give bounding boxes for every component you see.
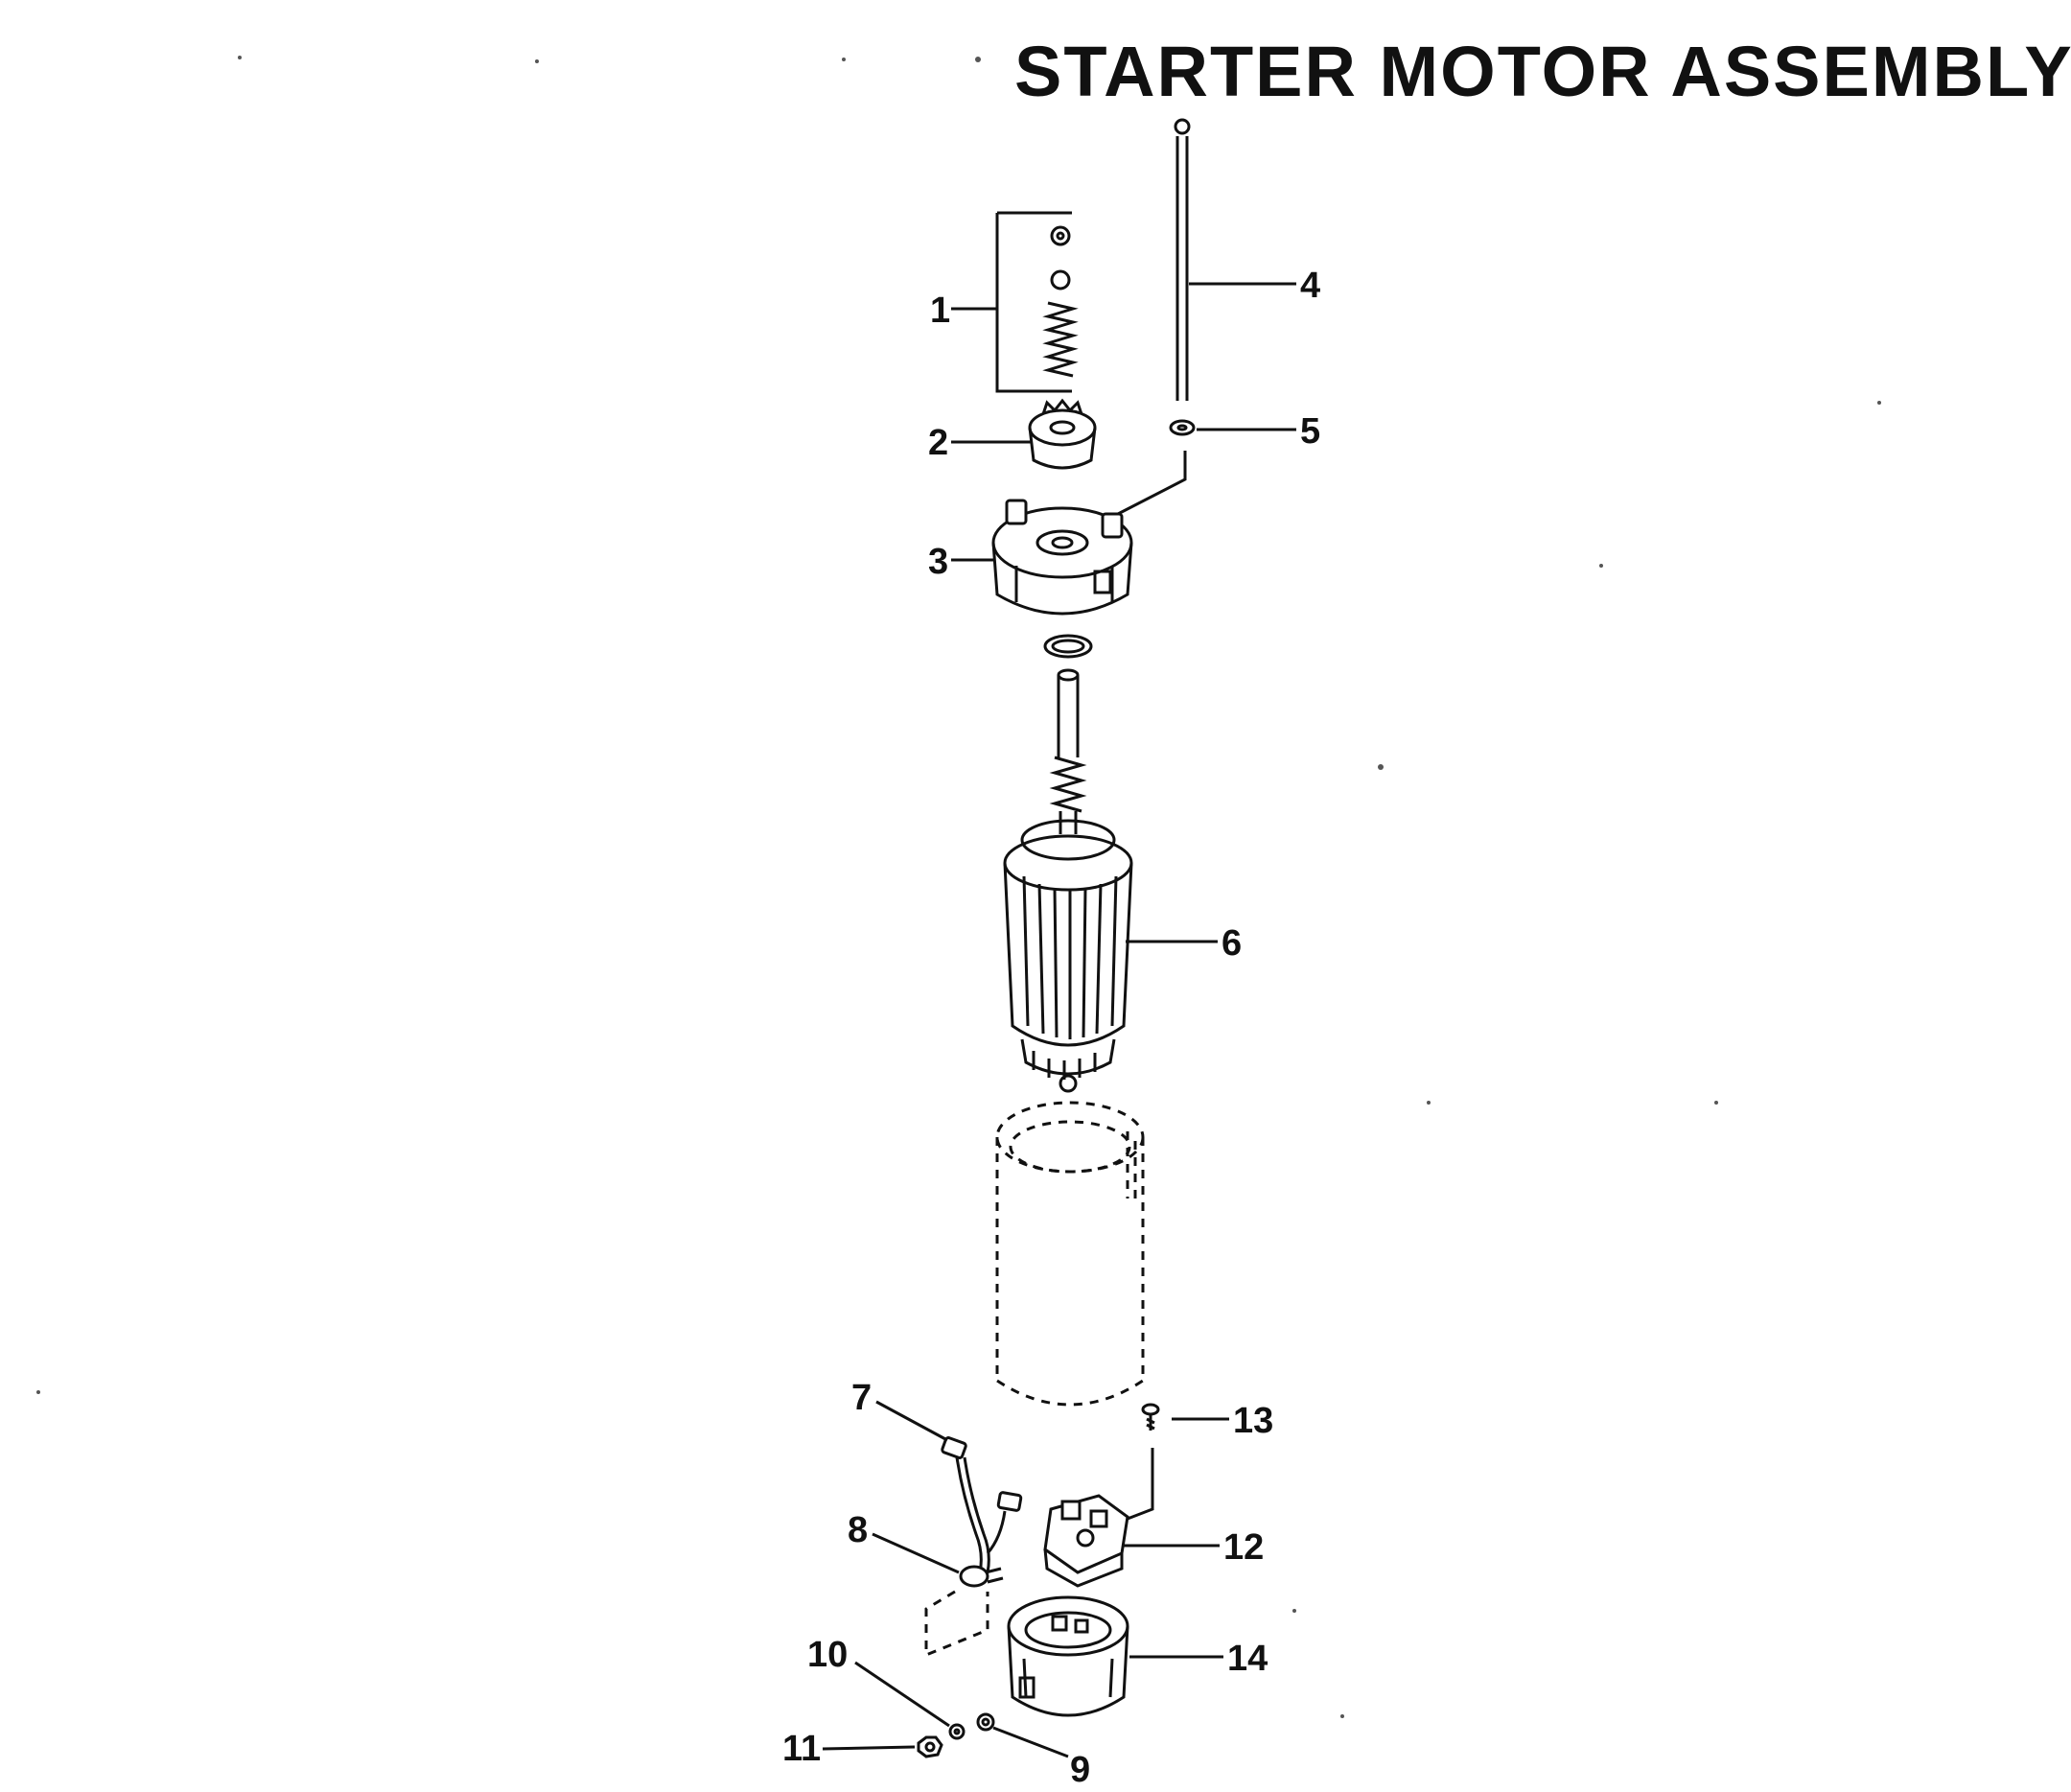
part-9-washer	[976, 1712, 995, 1732]
page-title: STARTER MOTOR ASSEMBLY	[1014, 32, 2071, 111]
callout-2: 2	[928, 423, 1032, 463]
callout-8: 8	[848, 1510, 960, 1574]
part-3-drive-end-cap	[991, 499, 1133, 616]
leader-line-9	[992, 1726, 1069, 1758]
o-ring	[1043, 634, 1093, 659]
leader-line-7	[875, 1400, 948, 1442]
callout-4: 4	[1189, 266, 1320, 306]
callout-label-1: 1	[930, 291, 950, 331]
part-11-nut	[917, 1735, 943, 1758]
callout-label-9: 9	[1070, 1750, 1090, 1790]
part-8-terminal-stud	[924, 1565, 1004, 1658]
field-frame	[995, 1101, 1145, 1407]
callout-label-6: 6	[1222, 923, 1242, 964]
callout-label-13: 13	[1233, 1401, 1273, 1441]
leader-line-11	[822, 1745, 916, 1751]
scan-specks	[36, 56, 1881, 1718]
callout-13: 13	[1172, 1401, 1273, 1441]
part-4-thru-bolt	[1174, 118, 1191, 401]
callout-7: 7	[851, 1378, 948, 1442]
bolt-alignment-line	[1117, 451, 1187, 516]
part-13-screw	[1141, 1403, 1160, 1431]
callout-11: 11	[782, 1729, 916, 1769]
part-14-commutator-end-cap	[1007, 1595, 1129, 1717]
callout-label-11: 11	[782, 1729, 821, 1769]
callout-label-12: 12	[1223, 1527, 1264, 1568]
part-7-brush-lead	[941, 1436, 1023, 1573]
part-12-brush-holder	[1043, 1494, 1129, 1588]
leader-line-10	[854, 1661, 950, 1728]
part-6-armature	[1003, 668, 1133, 1093]
callout-1: 1	[930, 291, 997, 331]
part-2-pinion	[1028, 398, 1097, 470]
screw-alignment-line	[1127, 1448, 1154, 1521]
callout-12: 12	[1124, 1527, 1264, 1568]
callout-3: 3	[928, 542, 995, 582]
callout-label-14: 14	[1227, 1639, 1268, 1679]
callout-9: 9	[992, 1726, 1090, 1790]
callout-label-3: 3	[928, 542, 948, 582]
callout-label-7: 7	[851, 1378, 872, 1418]
part-5-washer	[1169, 419, 1196, 436]
callout-10: 10	[807, 1635, 950, 1728]
callout-label-2: 2	[928, 423, 948, 463]
callout-14: 14	[1129, 1639, 1268, 1679]
part-10-lock-washer	[948, 1723, 966, 1740]
callout-5: 5	[1197, 411, 1320, 452]
callout-label-8: 8	[848, 1510, 868, 1550]
callout-label-5: 5	[1300, 411, 1320, 452]
callout-label-4: 4	[1300, 266, 1320, 306]
part-1-drive-kit	[995, 211, 1079, 393]
leader-line-8	[872, 1532, 960, 1574]
callout-label-10: 10	[807, 1635, 848, 1675]
callout-6: 6	[1126, 923, 1242, 964]
